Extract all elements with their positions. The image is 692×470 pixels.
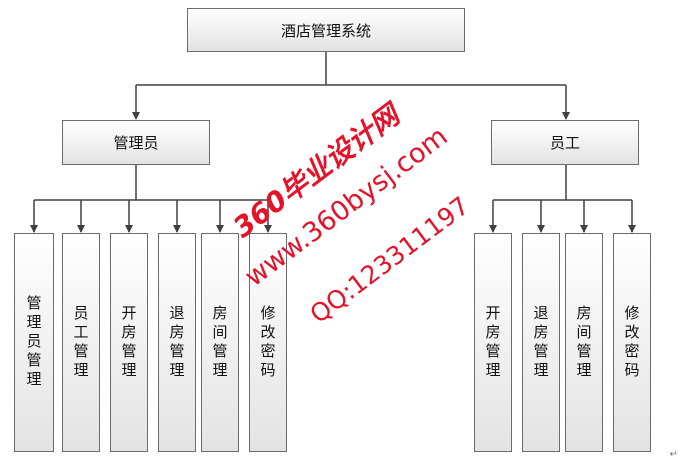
leaf-node-label: 员工管理 [71, 304, 90, 381]
leaf-node-staff-2: 退房管理 [522, 233, 560, 452]
leaf-node-staff-3: 房间管理 [565, 233, 603, 452]
branch-node-staff: 员工 [491, 120, 639, 165]
leaf-node-admin-1: 管理员管理 [14, 233, 54, 452]
leaf-node-label: 修改密码 [258, 304, 277, 381]
paragraph-mark: ↵ [669, 449, 678, 460]
branch-node-admin: 管理员 [62, 120, 210, 165]
leaf-node-admin-4: 退房管理 [158, 233, 196, 452]
leaf-node-label: 开房管理 [119, 304, 138, 381]
leaf-node-label: 修改密码 [622, 304, 641, 381]
leaf-node-staff-4: 修改密码 [613, 233, 651, 452]
root-node-label: 酒店管理系统 [280, 21, 371, 40]
leaf-node-label: 开房管理 [483, 304, 502, 381]
leaf-node-label: 退房管理 [167, 304, 186, 381]
leaf-node-label: 管理员管理 [24, 295, 43, 390]
leaf-node-label: 退房管理 [531, 304, 550, 381]
leaf-node-staff-1: 开房管理 [474, 233, 512, 452]
leaf-node-label: 房间管理 [574, 304, 593, 381]
leaf-node-admin-2: 员工管理 [62, 233, 100, 452]
leaf-node-admin-5: 房间管理 [201, 233, 239, 452]
root-node: 酒店管理系统 [187, 8, 465, 52]
leaf-node-admin-3: 开房管理 [110, 233, 148, 452]
branch-node-label: 员工 [549, 134, 580, 152]
leaf-node-admin-6: 修改密码 [249, 233, 287, 452]
branch-node-label: 管理员 [113, 134, 159, 152]
leaf-node-label: 房间管理 [210, 304, 229, 381]
